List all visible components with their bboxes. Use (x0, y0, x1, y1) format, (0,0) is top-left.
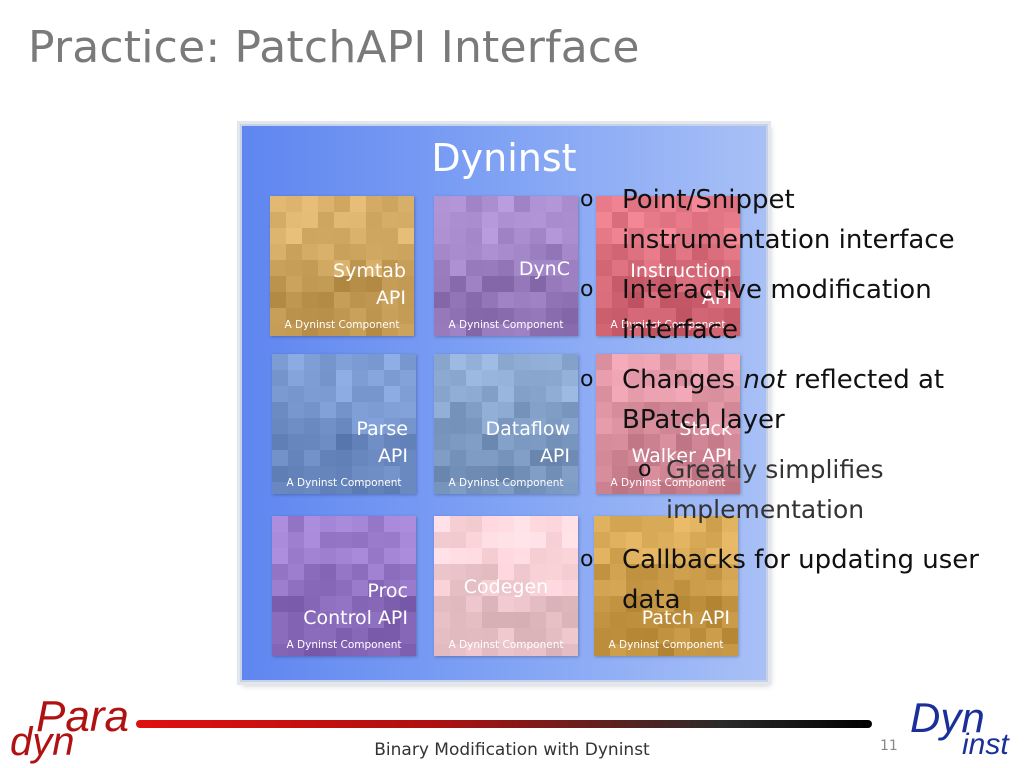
bullet-mark: o (580, 277, 594, 302)
tile-mosaic (596, 354, 740, 494)
logo-dyn-text: dyn (10, 720, 75, 764)
tile-label: DynC (518, 258, 570, 280)
tile-proccontrol-api: Proc Control API A Dyninst Component (272, 516, 416, 656)
panel-title: Dyninst (431, 136, 577, 180)
tile-mosaic (434, 196, 578, 336)
tile-label: Patch API (641, 607, 730, 629)
logo-inst-text: inst (962, 728, 1009, 761)
tile-label: Symtab API (333, 260, 406, 309)
tile-mosaic (596, 196, 740, 336)
tile-sub: A Dyninst Component (610, 477, 726, 489)
footer-rule (136, 720, 872, 728)
tile-parse-api: Parse API A Dyninst Component (272, 354, 416, 494)
tile-label: Dataflow API (485, 418, 571, 467)
bullet-text-before: Changes (622, 365, 744, 395)
tile-label: Stack Walker API (631, 418, 732, 467)
tile-mosaic (272, 516, 416, 656)
tile-dync: DynC A Dyninst Component (434, 196, 578, 336)
tile-label: Instruction API (630, 260, 732, 309)
tile-sub: A Dyninst Component (286, 477, 402, 489)
slide-title: Practice: PatchAPI Interface (28, 22, 640, 73)
bullet-text: Interactive modification interface (622, 275, 932, 345)
tile-mosaic (434, 354, 578, 494)
tile-label: Proc Control API (303, 580, 408, 629)
page-number: 11 (880, 738, 898, 754)
bullet-text: Greatly simplifies implementation (666, 455, 884, 524)
bullet-emphasis: not (743, 365, 786, 395)
tile-mosaic (594, 516, 738, 656)
tile-mosaic (270, 196, 414, 336)
tile-instruction-api: Instruction API A Dyninst Component (596, 196, 740, 336)
dyninst-logo: Dyn inst (910, 694, 1020, 764)
bullet-mark: o (580, 547, 594, 572)
bullet-mark: o (638, 457, 652, 482)
logo-para-text: Para (36, 692, 129, 741)
dyninst-panel: Dyninst Symtab API A Dyninst Component D… (240, 124, 768, 682)
bullet-text: Changes not reflected at BPatch layer (622, 360, 944, 440)
tile-mosaic (272, 354, 416, 494)
tile-sub: A Dyninst Component (448, 477, 564, 489)
tile-mosaic (434, 516, 578, 656)
tile-sub: A Dyninst Component (286, 639, 402, 651)
paradyn-logo: Para dyn (10, 690, 129, 764)
tile-sub: A Dyninst Component (608, 639, 724, 651)
tile-sub: A Dyninst Component (448, 639, 564, 651)
bullet-text-after: reflected at BPatch layer (622, 365, 945, 435)
tile-sub: A Dyninst Component (284, 319, 400, 331)
tile-dataflow-api: Dataflow API A Dyninst Component (434, 354, 578, 494)
tile-codegen: Codegen A Dyninst Component (434, 516, 578, 656)
logo-dyn-text: Dyn (910, 694, 985, 741)
tile-label: Codegen (463, 576, 549, 598)
bullet-text: Callbacks for updating user data (622, 545, 979, 615)
tile-label: Parse API (356, 418, 408, 467)
tile-sub: A Dyninst Component (610, 319, 726, 331)
tile-symtab-api: Symtab API A Dyninst Component (270, 196, 414, 336)
tile-patch-api: Patch API A Dyninst Component (594, 516, 738, 656)
tile-stackwalker-api: Stack Walker API A Dyninst Component (596, 354, 740, 494)
bullet-text: Point/Snippet instrumentation interface (622, 185, 955, 255)
bullet-mark: o (580, 187, 594, 212)
tile-sub: A Dyninst Component (448, 319, 564, 331)
footer-text: Binary Modification with Dyninst (374, 740, 650, 760)
bullet-mark: o (580, 367, 594, 392)
